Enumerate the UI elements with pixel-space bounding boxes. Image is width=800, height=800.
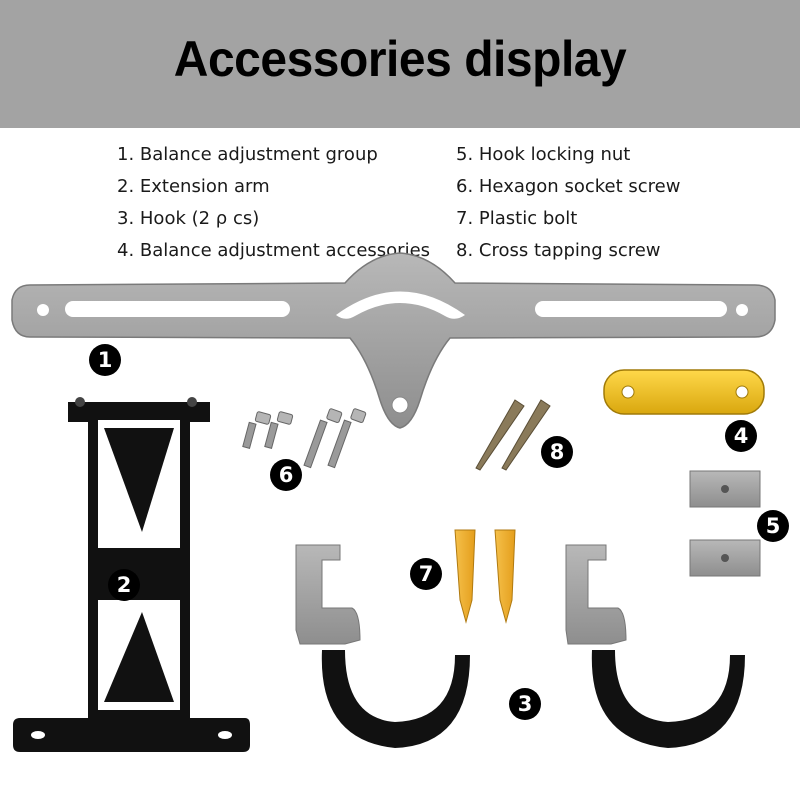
legend-item: 8. Cross tapping screw [456,240,661,261]
legend-item: 3. Hook (2 ρ cs) [117,208,260,229]
hook-locking-nuts [689,470,761,577]
hook-left [295,544,470,748]
hexagon-socket-screws [242,408,367,469]
badge-8: 8 [541,436,573,468]
page-title: Accessories display [173,31,627,87]
legend-item: 2. Extension arm [117,176,270,197]
title-banner [0,0,800,128]
legend-right: 5. Hook locking nut 6. Hexagon socket sc… [456,139,680,267]
balance-adjustment-plate [11,252,776,429]
legend-item: 7. Plastic bolt [456,208,578,229]
badge-4: 4 [725,420,757,452]
legend-item: 1. Balance adjustment group [117,144,378,165]
badge-3: 3 [509,688,541,720]
balance-adjustment-accessory [603,369,765,415]
badge-2: 2 [108,569,140,601]
badge-7: 7 [410,558,442,590]
badge-5: 5 [757,510,789,542]
hook-right [565,544,745,748]
legend-item: 6. Hexagon socket screw [456,176,681,197]
legend-left: 1. Balance adjustment group 2. Extension… [117,139,430,267]
legend-item: 5. Hook locking nut [456,144,631,165]
badge-1: 1 [89,344,121,376]
cross-tapping-screws [475,399,551,471]
legend-item: 4. Balance adjustment accessories [117,240,431,261]
plastic-bolts [454,529,516,624]
badge-6: 6 [270,459,302,491]
